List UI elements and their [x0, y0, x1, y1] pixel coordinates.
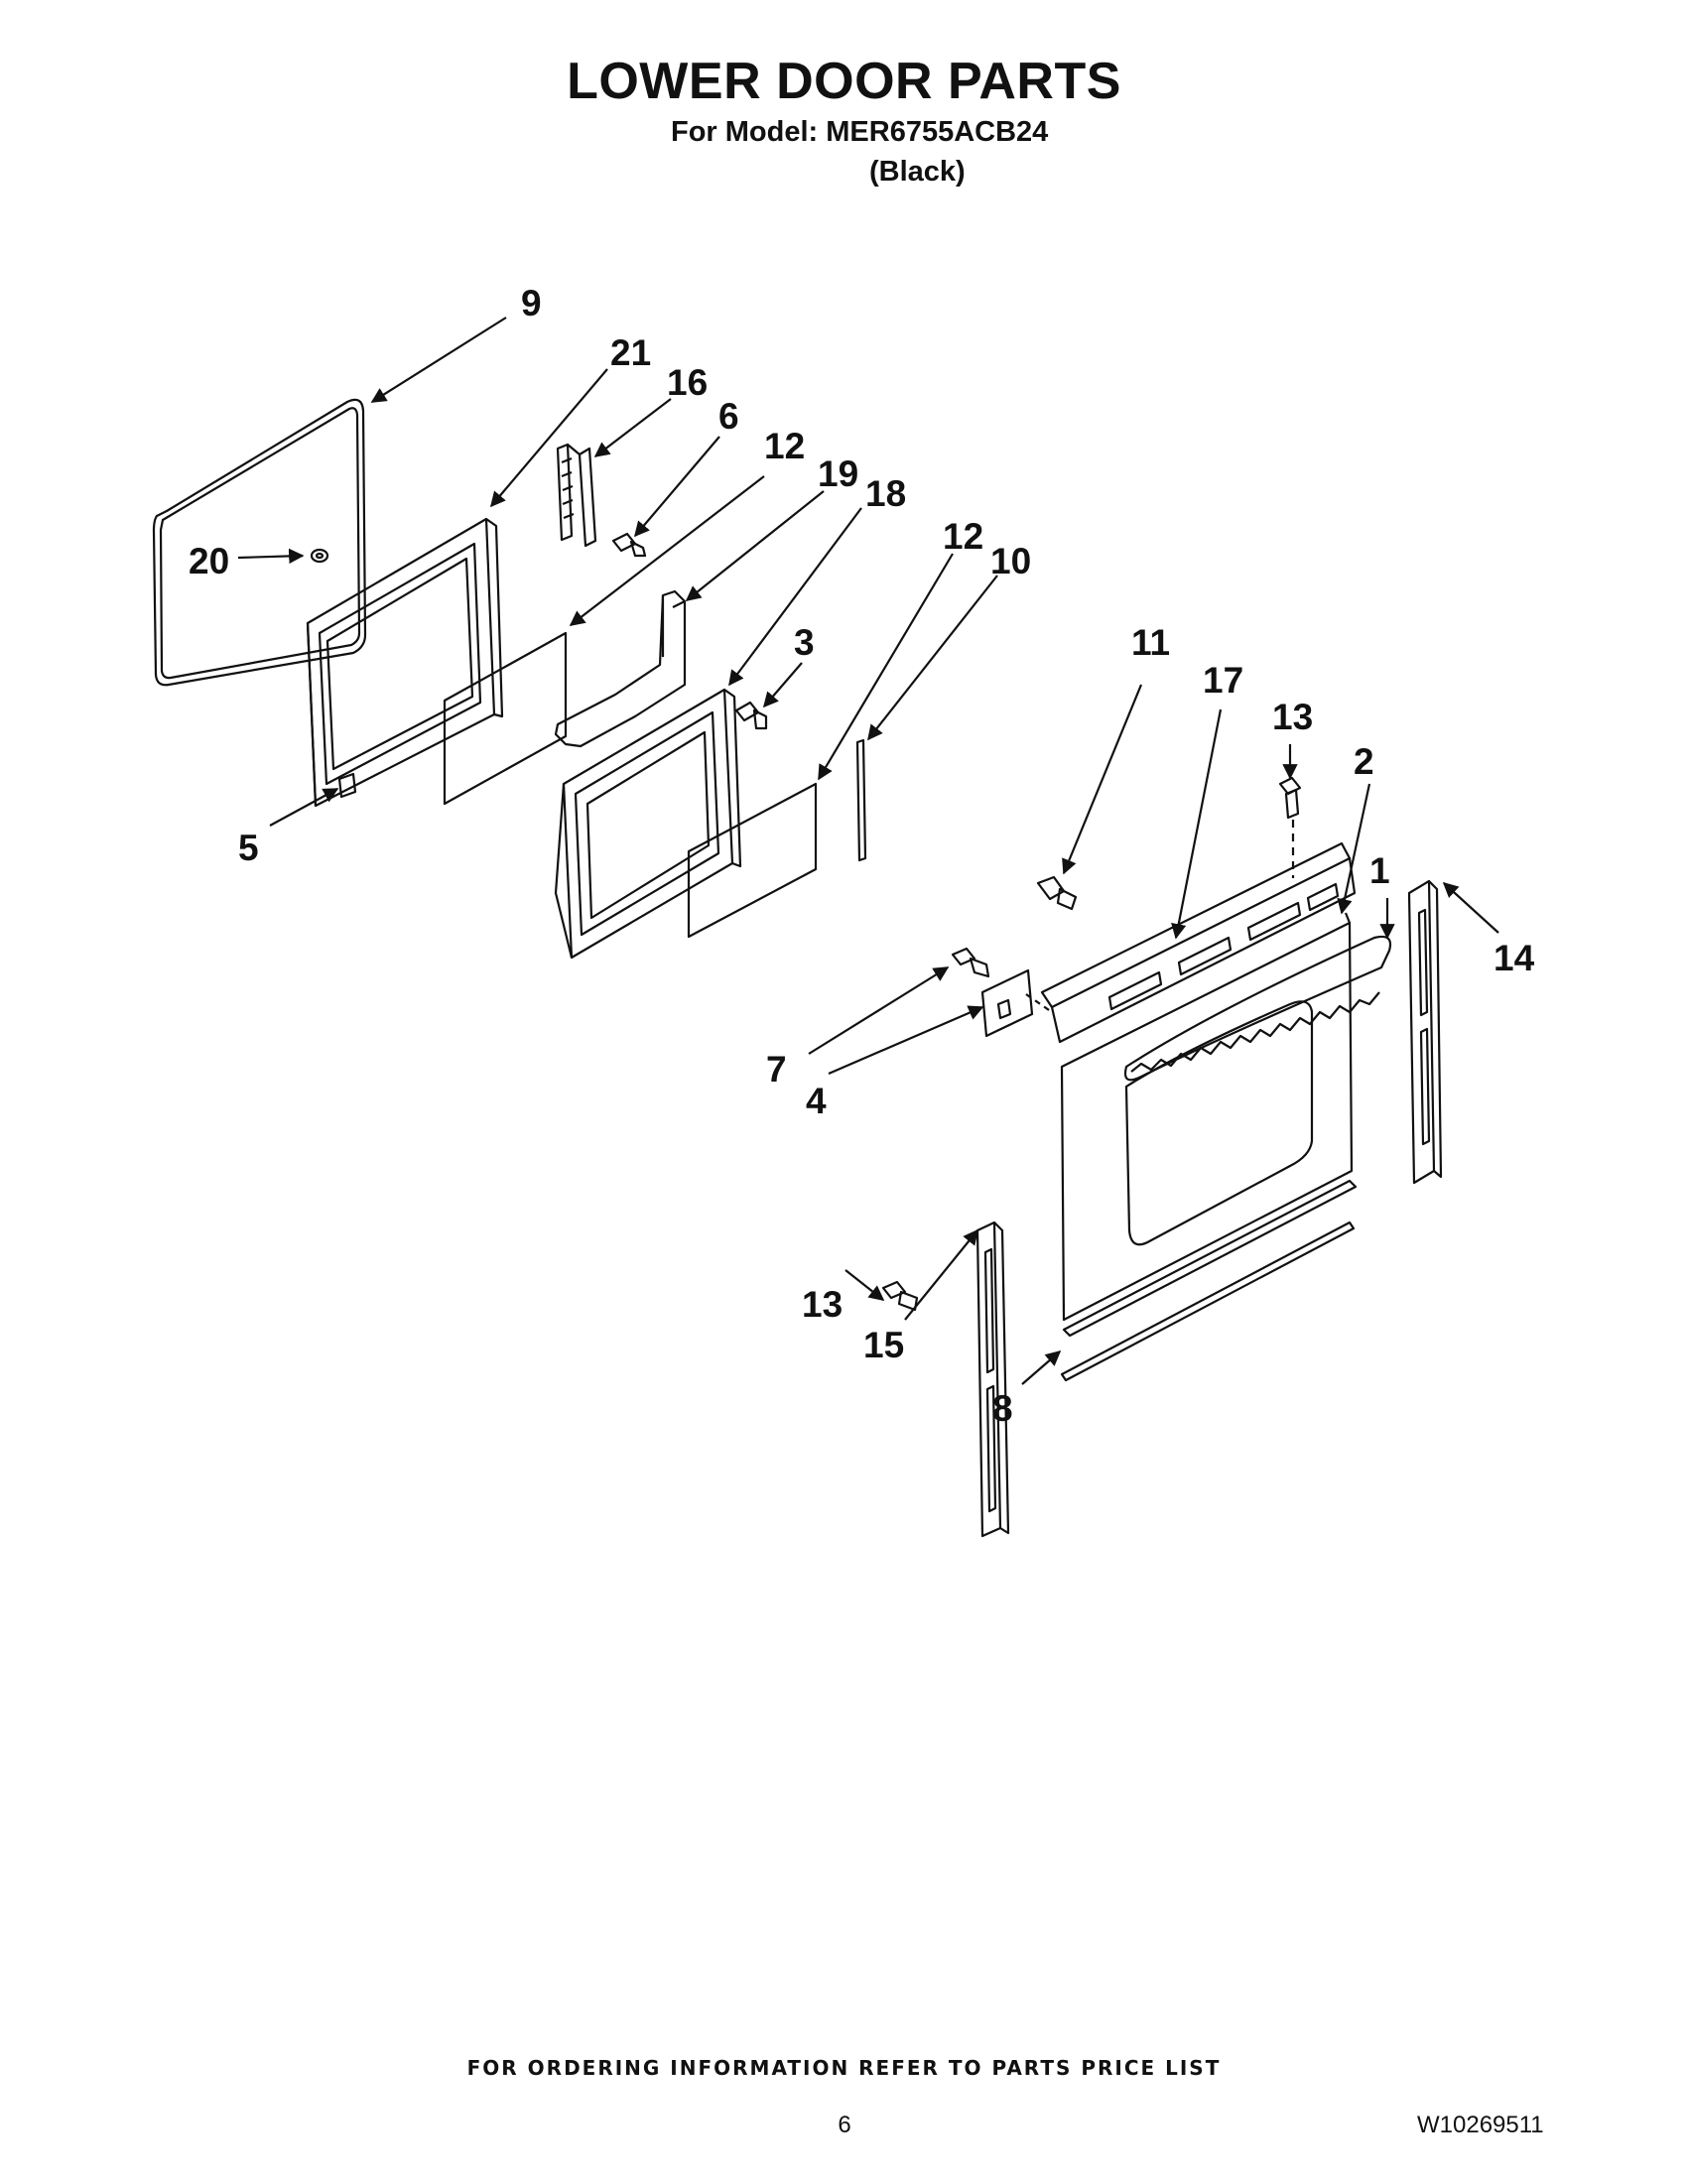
- leader-2: [1337, 783, 1371, 915]
- door-handle-part: [1123, 935, 1392, 1082]
- screw-part-13-upper: [1278, 776, 1302, 796]
- leader-20: [237, 548, 305, 565]
- page-number: 6: [838, 2112, 851, 2138]
- screw-part-13-lower: [881, 1280, 907, 1300]
- callout-10: 10: [990, 541, 1031, 581]
- callout-4: 4: [806, 1081, 827, 1121]
- callout-3: 3: [794, 622, 815, 663]
- leader-3: [762, 662, 803, 708]
- hinge-bracket-part: [980, 968, 1034, 1038]
- leader-4: [828, 1005, 984, 1076]
- ordering-note: FOR ORDERING INFORMATION REFER TO PARTS …: [466, 2056, 1222, 2080]
- leader-9: [370, 317, 507, 403]
- callout-9: 9: [521, 283, 542, 323]
- leader-7: [808, 966, 950, 1055]
- callout-13-lower: 13: [802, 1284, 843, 1325]
- leader-17: [1171, 708, 1223, 940]
- leader-8: [1021, 1349, 1062, 1385]
- leader-5: [269, 788, 339, 827]
- model-line: For Model: MER6755ACB24: [671, 116, 1049, 148]
- callout-21: 21: [610, 332, 651, 373]
- leader-6: [634, 436, 720, 538]
- leader-18: [728, 507, 862, 687]
- callout-12-lower: 12: [943, 516, 983, 557]
- callout-8: 8: [992, 1388, 1013, 1429]
- screw-part-7: [951, 947, 976, 966]
- leader-12a: [569, 475, 765, 626]
- callout-17: 17: [1203, 660, 1243, 701]
- bottom-strip-part: [1060, 1220, 1356, 1382]
- document-number: W10269511: [1417, 2112, 1544, 2138]
- door-glass-part-lower: [687, 782, 818, 939]
- callout-18: 18: [865, 473, 906, 514]
- callout-14: 14: [1493, 938, 1535, 978]
- callout-15: 15: [863, 1325, 904, 1365]
- leader-11: [1062, 684, 1143, 875]
- callout-11: 11: [1131, 622, 1170, 663]
- clip-part: [337, 772, 357, 799]
- leader-12b: [818, 553, 954, 781]
- vent-channel-part: [1050, 856, 1357, 1044]
- bottom-trim-part: [1062, 1179, 1358, 1338]
- outer-door-panel-part: [1060, 921, 1354, 1322]
- callout-20: 20: [189, 541, 229, 581]
- callout-12: 12: [764, 426, 805, 466]
- callout-2: 2: [1354, 741, 1374, 782]
- leader-13b: [844, 1269, 885, 1301]
- color-line: (Black): [869, 156, 966, 188]
- leader-16: [593, 398, 672, 457]
- leader-15: [904, 1228, 978, 1321]
- callout-19: 19: [818, 453, 858, 494]
- door-glass-part-upper: [443, 631, 568, 806]
- door-strip-part: [855, 738, 867, 862]
- callout-13: 13: [1272, 697, 1313, 737]
- plug-part: [310, 548, 329, 564]
- door-insulation-part: [554, 589, 687, 748]
- callout-7: 7: [766, 1049, 787, 1090]
- door-hinge-part: [556, 443, 574, 542]
- door-gasket-part: [152, 398, 367, 687]
- callout-5: 5: [238, 828, 259, 868]
- page-title: LOWER DOOR PARTS: [567, 53, 1121, 110]
- callout-6: 6: [718, 396, 739, 437]
- leader-19: [685, 490, 825, 601]
- leader-10: [867, 575, 998, 741]
- callout-16: 16: [667, 362, 708, 403]
- leader-21: [490, 368, 608, 508]
- leader-14: [1442, 881, 1499, 934]
- callout-1: 1: [1369, 850, 1390, 891]
